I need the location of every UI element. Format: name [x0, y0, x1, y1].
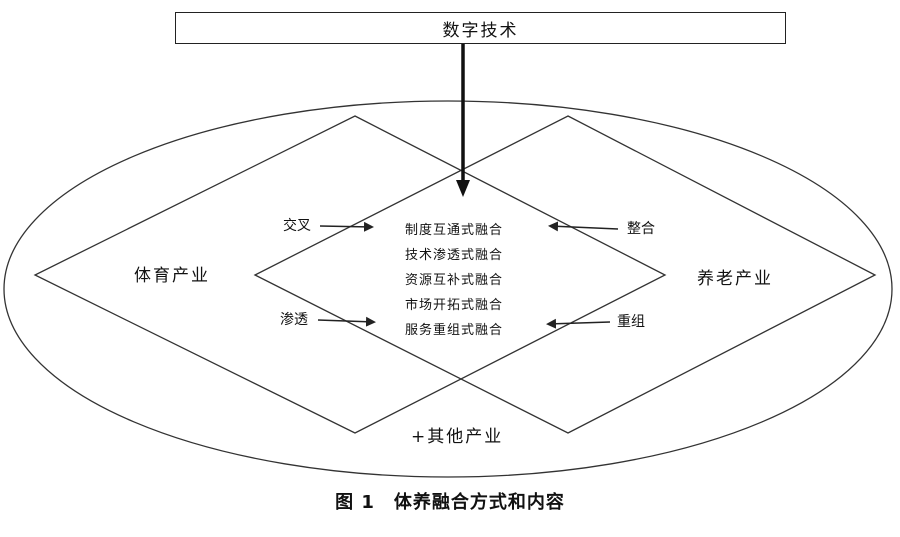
fusion-type-item: 市场开拓式融合: [404, 298, 503, 313]
fusion-type-item: 技术渗透式融合: [404, 248, 503, 263]
fusion-type-item: 制度互通式融合: [404, 223, 503, 238]
method-integrate-label: 整合: [627, 221, 655, 237]
figure-caption: 图 1 体养融合方式和内容: [335, 492, 565, 513]
fusion-type-item: 资源互补式融合: [404, 273, 503, 288]
digital-tech-box: 数字技术: [175, 12, 786, 44]
fusion-type-item: 服务重组式融合: [404, 323, 503, 338]
digital-tech-label: 数字技术: [442, 20, 519, 41]
method-penetrate-label: 渗透: [280, 312, 308, 328]
other-industries-label: +其他产业: [411, 427, 504, 447]
sports-industry-label: 体育产业: [134, 266, 210, 286]
right-diamond: [253, 115, 877, 434]
main-arrow-head: [456, 180, 470, 197]
elderly-care-industry-label: 养老产业: [697, 269, 773, 289]
arrow-cross: [319, 221, 374, 232]
arrow-integrate: [548, 221, 619, 232]
left-diamond: [33, 115, 667, 434]
method-reorganize-label: 重组: [617, 314, 645, 330]
method-cross-label: 交叉: [283, 218, 311, 234]
arrow-reorganize: [546, 318, 611, 329]
fusion-type-list: 制度互通式融合 技术渗透式融合 资源互补式融合 市场开拓式融合 服务重组式融合: [372, 218, 536, 343]
outer-ellipse: [3, 100, 893, 478]
arrow-penetrate: [317, 316, 376, 327]
